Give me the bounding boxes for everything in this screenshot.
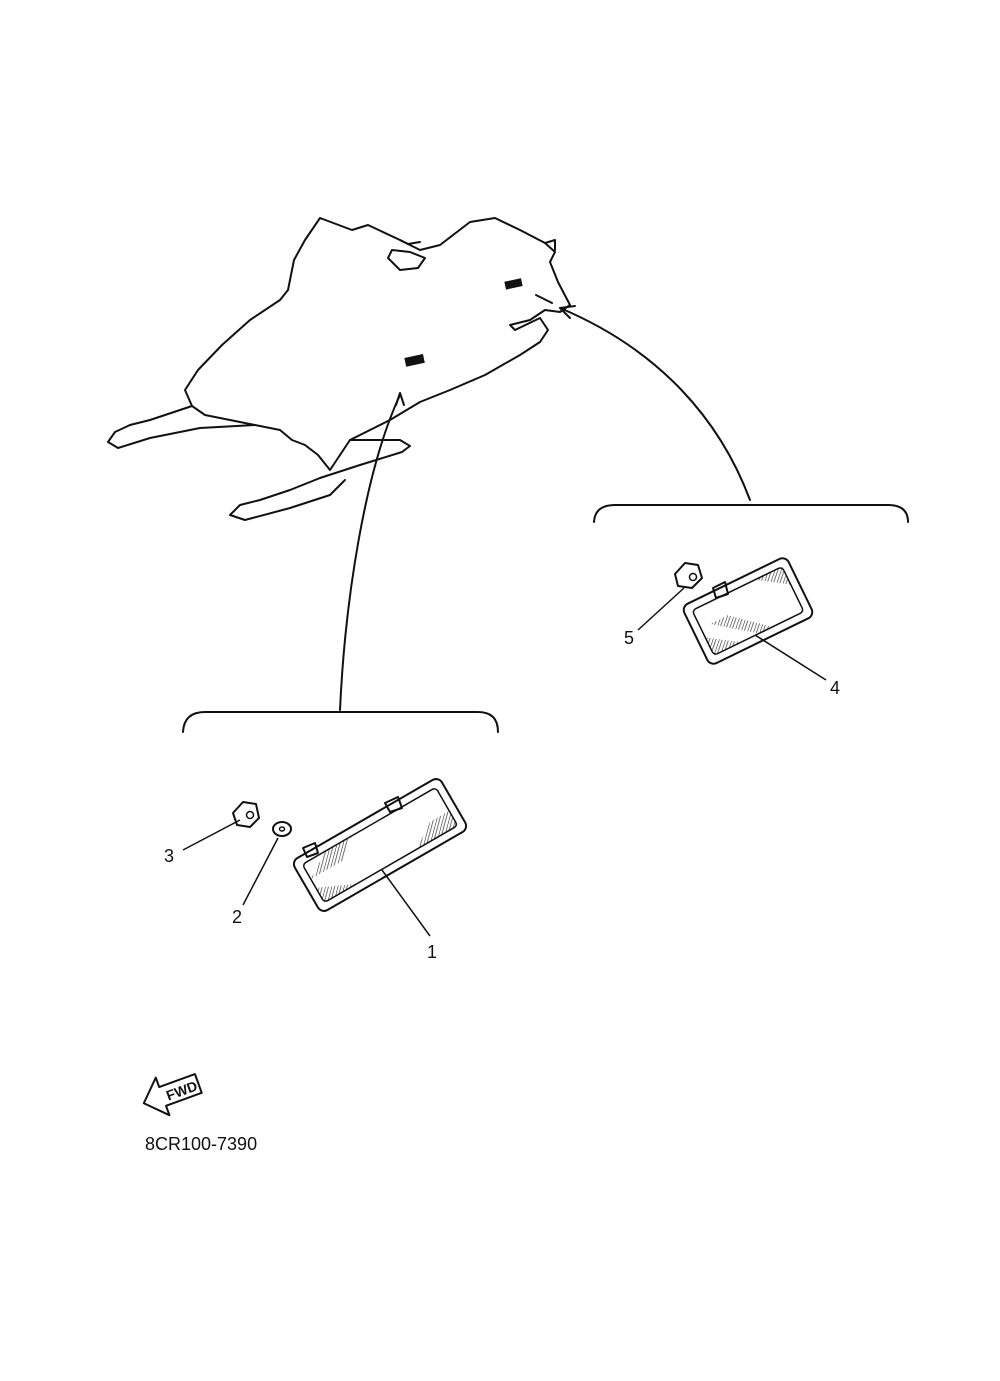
callout-label-3: 3 (164, 846, 174, 866)
nut (232, 801, 260, 828)
leader-curve-lower (339, 394, 401, 711)
snowmobile-outline (107, 217, 571, 521)
reflector-small (682, 557, 814, 665)
callout-label-2: 2 (232, 907, 242, 927)
group-bracket-upper (593, 504, 909, 523)
callout-label-5: 5 (624, 628, 634, 648)
callout-label-4: 4 (830, 678, 840, 698)
callout-leaders (182, 587, 827, 937)
nut (674, 562, 703, 589)
group-bracket-lower (182, 711, 499, 733)
drawing-code: 8CR100-7390 (145, 1134, 257, 1154)
reflector-large (292, 778, 468, 912)
washer (272, 821, 292, 837)
leader-curve-upper (559, 307, 751, 501)
callout-label-1: 1 (427, 942, 437, 962)
fwd-arrow-icon: FWD (142, 1073, 203, 1117)
